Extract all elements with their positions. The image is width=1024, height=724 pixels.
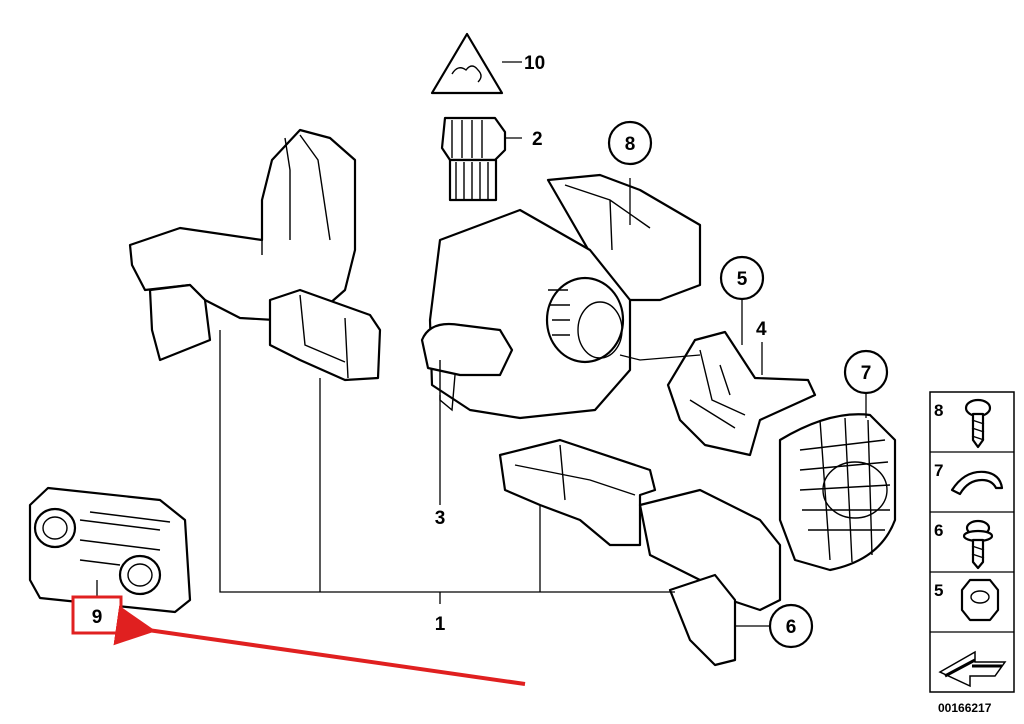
callout-9-label: 9 [92,607,103,628]
left-air-duct [128,128,382,382]
callout-3-label: 3 [435,508,446,529]
callout-9: 9 [71,595,123,635]
climate-control-panel [28,486,192,614]
legend-item-8: 8 [934,398,992,449]
callout-10: 10 [524,53,545,74]
blower-resistor-icon [440,116,522,202]
blower-motor-assembly [420,173,702,505]
legend-item-5-number: 5 [934,581,943,600]
callout-2: 2 [532,129,543,150]
callout-3: 3 [435,508,446,529]
callout-5: 5 [719,255,765,345]
callout-6: 6 [768,603,814,649]
legend-item-7-number: 7 [934,461,943,480]
callout-8-label: 8 [625,134,636,155]
highlight-arrow-icon [113,605,526,686]
callout-1: 1 [435,614,446,635]
arrow-icon [938,650,1007,688]
clip-icon [950,470,1004,496]
hardware-legend: 8 7 6 5 [929,391,1015,693]
legend-item-8-number: 8 [934,401,943,420]
callout-5-label: 5 [737,269,748,290]
screw-with-collar-icon [962,519,994,570]
bracket-part [619,330,817,457]
callout-10-label: 10 [524,53,545,74]
legend-item-7: 7 [934,461,1004,496]
callout-6-label: 6 [786,617,797,638]
callout-8: 8 [607,120,653,166]
legend-item-5: 5 [934,578,1000,622]
callout-1-label: 1 [435,614,446,635]
callout-4-label: 4 [756,319,767,340]
legend-item-6-number: 6 [934,521,943,540]
diagram-reference-number: 00166217 [938,701,992,715]
callout-7: 7 [843,349,889,395]
screw-icon [964,398,992,449]
lower-right-air-duct [498,392,897,667]
warning-label-icon [430,32,522,95]
callout-4: 4 [756,319,767,375]
callout-2-label: 2 [532,129,543,150]
callout-7-label: 7 [861,363,872,384]
hex-nut-icon [960,578,1000,622]
legend-item-6: 6 [934,519,994,570]
leader-lines-item-1 [219,330,675,604]
